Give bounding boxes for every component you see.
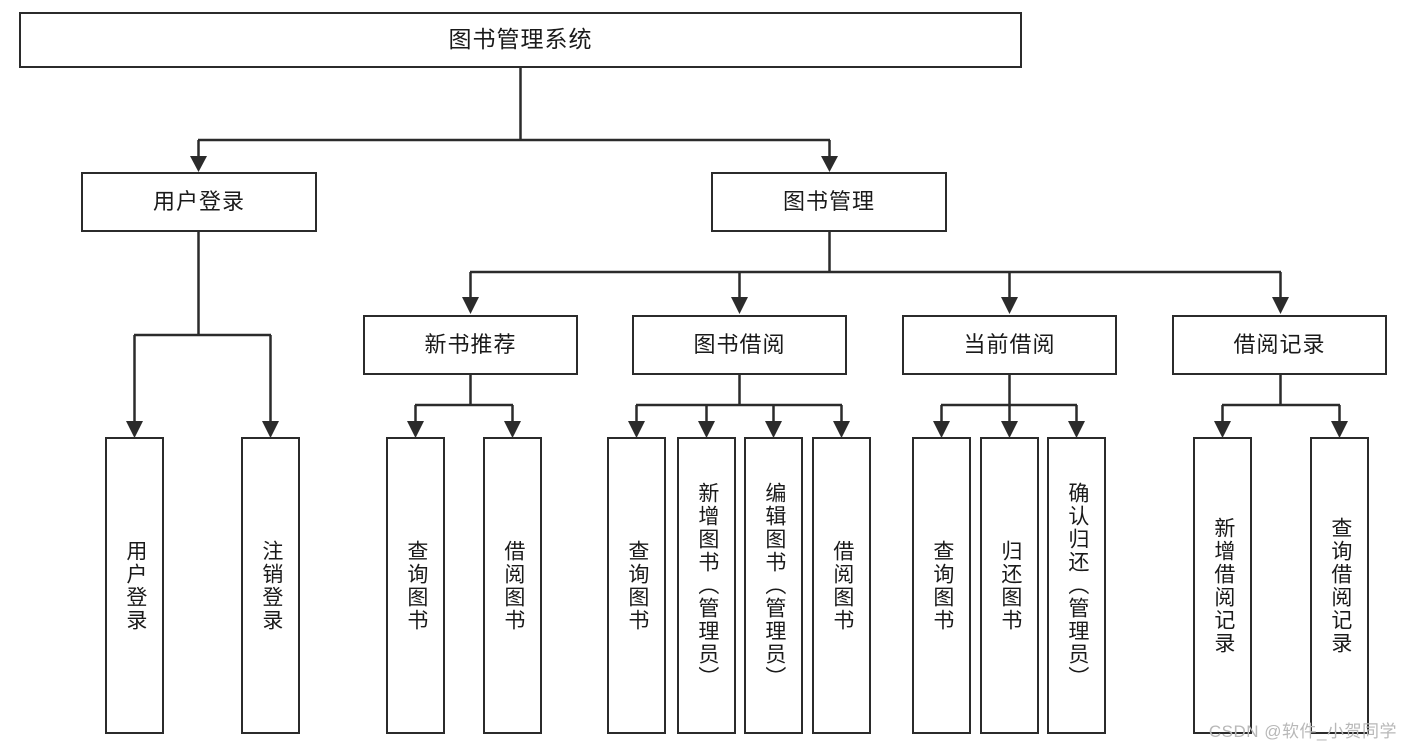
arrowhead-leaf-user-login: [126, 421, 143, 438]
arrowhead-user-login: [190, 156, 207, 172]
node-leaf-query-book-1-label: 查询图书: [404, 539, 428, 632]
node-new-book-recommend-label: 新书推荐: [424, 331, 517, 357]
node-leaf-query-record-label: 查询借阅记录: [1328, 516, 1352, 655]
node-leaf-add-record[interactable]: 新增借阅记录: [1193, 437, 1252, 734]
node-book-manage-label: 图书管理: [782, 188, 875, 214]
node-leaf-confirm-return-label: 确认归还（管理员）: [1065, 482, 1089, 689]
arrowhead-leaf-add-book: [698, 421, 715, 438]
node-leaf-query-book-2-label: 查询图书: [625, 539, 649, 632]
node-book-manage[interactable]: 图书管理: [711, 172, 947, 232]
arrowhead-book-manage: [821, 156, 838, 172]
node-leaf-logout[interactable]: 注销登录: [241, 437, 300, 734]
node-root-label: 图书管理系统: [448, 26, 593, 53]
node-leaf-borrow-book-2[interactable]: 借阅图书: [812, 437, 871, 734]
arrowhead-leaf-return-book: [1001, 421, 1018, 438]
node-borrow-record[interactable]: 借阅记录: [1172, 315, 1387, 375]
node-leaf-query-record[interactable]: 查询借阅记录: [1310, 437, 1369, 734]
node-leaf-logout-label: 注销登录: [259, 539, 283, 632]
node-current-borrow-label: 当前借阅: [963, 331, 1056, 357]
node-leaf-return-book[interactable]: 归还图书: [980, 437, 1039, 734]
node-leaf-borrow-book-2-label: 借阅图书: [830, 539, 854, 632]
node-root[interactable]: 图书管理系统: [19, 12, 1022, 68]
node-leaf-add-book[interactable]: 新增图书（管理员）: [677, 437, 736, 734]
node-leaf-edit-book[interactable]: 编辑图书（管理员）: [744, 437, 803, 734]
node-new-book-recommend[interactable]: 新书推荐: [363, 315, 578, 375]
node-leaf-edit-book-label: 编辑图书（管理员）: [762, 482, 786, 689]
node-user-login[interactable]: 用户登录: [81, 172, 317, 232]
node-leaf-query-book-3-label: 查询图书: [930, 539, 954, 632]
arrowhead-book-borrow: [731, 297, 748, 314]
node-leaf-confirm-return[interactable]: 确认归还（管理员）: [1047, 437, 1106, 734]
node-leaf-query-book-1[interactable]: 查询图书: [386, 437, 445, 734]
node-leaf-user-login[interactable]: 用户登录: [105, 437, 164, 734]
node-book-borrow-label: 图书借阅: [693, 331, 786, 357]
watermark: CSDN @软件_小贺同学: [1208, 722, 1397, 741]
arrowhead-leaf-query-book-3: [933, 421, 950, 438]
arrowhead-leaf-confirm-return: [1068, 421, 1085, 438]
node-leaf-add-record-label: 新增借阅记录: [1211, 516, 1235, 655]
node-user-login-label: 用户登录: [152, 188, 245, 214]
arrowhead-leaf-query-book-2: [628, 421, 645, 438]
node-book-borrow[interactable]: 图书借阅: [632, 315, 847, 375]
arrowhead-leaf-borrow-book-2: [833, 421, 850, 438]
arrowhead-leaf-borrow-book-1: [504, 421, 521, 438]
node-borrow-record-label: 借阅记录: [1233, 331, 1326, 357]
node-leaf-borrow-book-1-label: 借阅图书: [501, 539, 525, 632]
node-current-borrow[interactable]: 当前借阅: [902, 315, 1117, 375]
arrowhead-new-book-recommend: [462, 297, 479, 314]
arrowhead-leaf-logout: [262, 421, 279, 438]
arrowhead-leaf-query-record: [1331, 421, 1348, 438]
node-leaf-query-book-3[interactable]: 查询图书: [912, 437, 971, 734]
arrowhead-leaf-add-record: [1214, 421, 1231, 438]
arrowhead-borrow-record: [1272, 297, 1289, 314]
node-leaf-query-book-2[interactable]: 查询图书: [607, 437, 666, 734]
arrowhead-current-borrow: [1001, 297, 1018, 314]
node-leaf-add-book-label: 新增图书（管理员）: [695, 482, 719, 689]
node-leaf-return-book-label: 归还图书: [998, 539, 1022, 632]
arrowhead-leaf-edit-book: [765, 421, 782, 438]
node-leaf-user-login-label: 用户登录: [123, 539, 147, 632]
node-leaf-borrow-book-1[interactable]: 借阅图书: [483, 437, 542, 734]
arrowhead-leaf-query-book-1: [407, 421, 424, 438]
